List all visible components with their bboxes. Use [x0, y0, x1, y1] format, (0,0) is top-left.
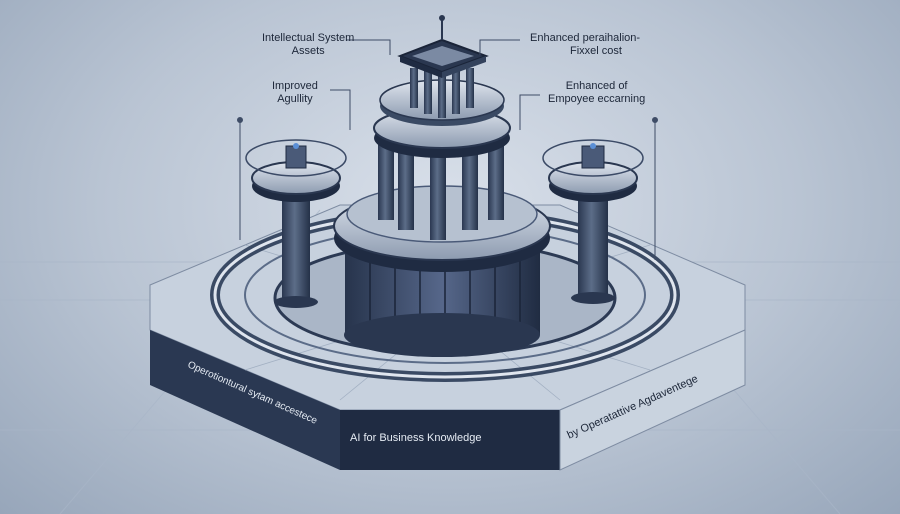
label-enhanced-fixed-cost: Enhanced peraihalion- Fixxel cost: [530, 32, 640, 58]
label-line: Enhanced of: [565, 80, 628, 92]
central-temple: [333, 15, 551, 357]
label-line: Agullity: [277, 93, 313, 105]
label-line: Assets: [291, 45, 325, 57]
label-line: Empoyee eccarning: [548, 93, 646, 105]
label-line: Intellectual System: [262, 32, 355, 44]
label-line: Enhanced peraihalion-: [530, 32, 641, 44]
left-pillar: [245, 139, 347, 308]
label-improved-agility: Improved Agullity: [272, 80, 318, 106]
right-pillar: [542, 139, 644, 304]
label-enhanced-employee-learning: Enhanced of Empoyee eccarning: [548, 80, 645, 106]
platform-front-label: AI for Business Knowledge: [350, 432, 482, 444]
connector-lines: [237, 39, 658, 260]
label-line: Fixxel cost: [570, 45, 622, 57]
label-intellectual-system-assets: Intellectual System Assets: [262, 32, 354, 58]
label-line: Improved: [272, 80, 318, 92]
